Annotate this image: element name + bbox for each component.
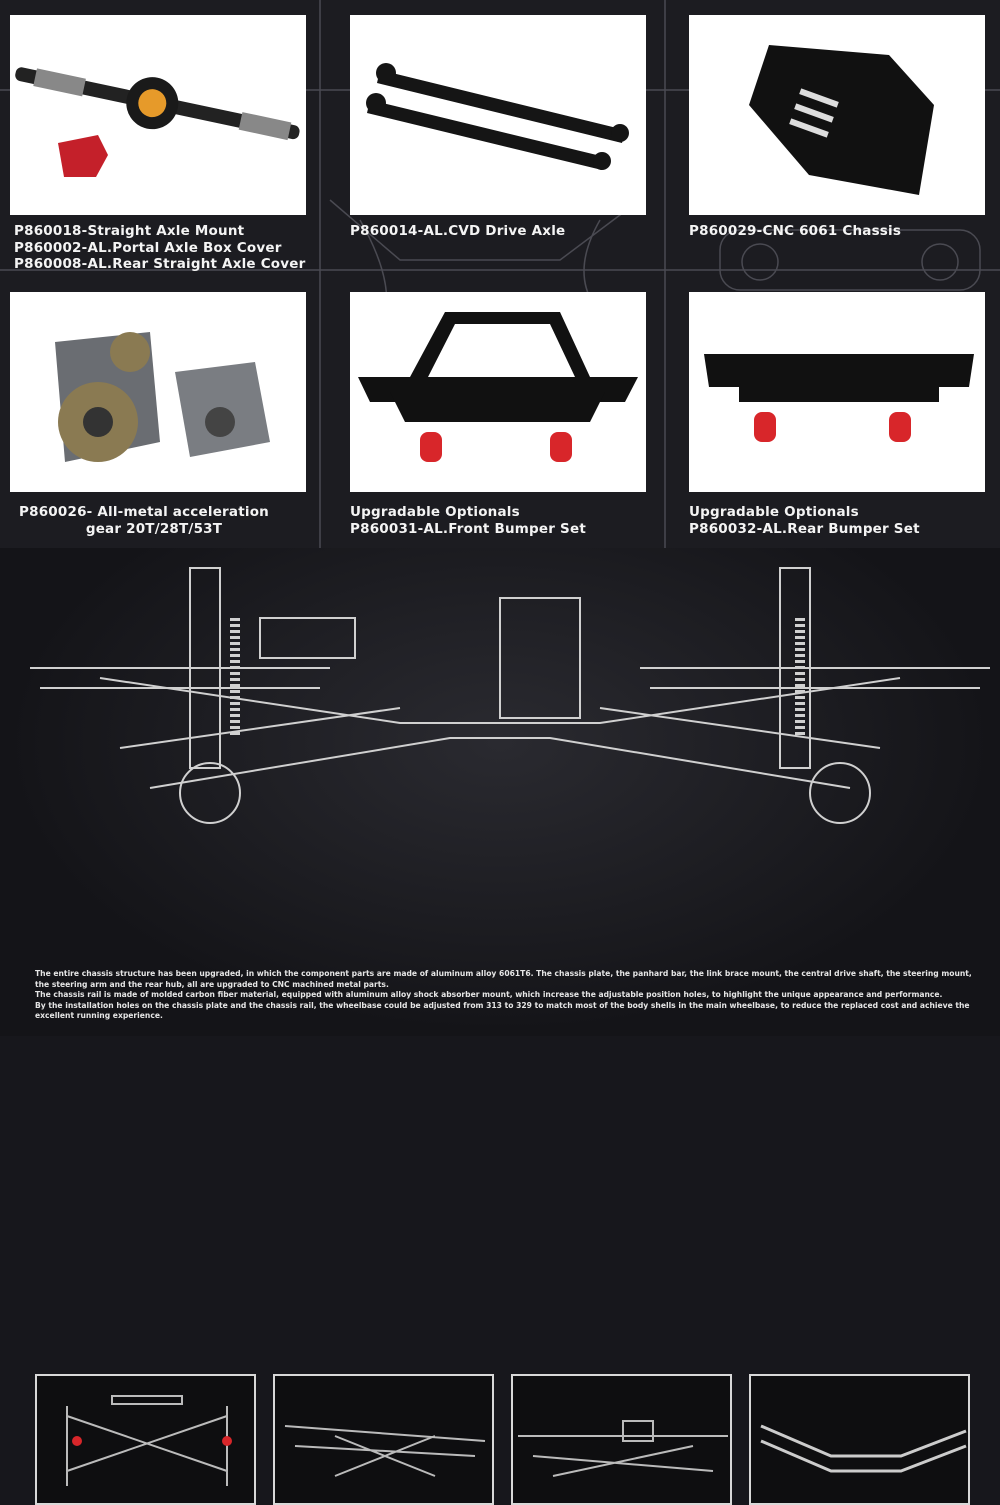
description-paragraph: By the installation holes on the chassis… — [35, 1000, 970, 1021]
caption-line: P860014-AL.CVD Drive Axle — [350, 223, 566, 239]
caption-straight-axle: P860018-Straight Axle Mount P860002-AL.P… — [14, 223, 306, 273]
caption-line: Upgradable Optionals — [689, 504, 859, 520]
product-image-rear-bumper — [689, 292, 985, 492]
chassis-line-drawing — [30, 567, 990, 824]
caption-front-bumper: Upgradable Optionals P860031-AL.Front Bu… — [350, 504, 586, 537]
caption-line: gear 20T/28T/53T — [85, 520, 223, 537]
assembled-chassis-top-view — [35, 1374, 256, 1505]
caption-rear-bumper: Upgradable Optionals P860032-AL.Rear Bum… — [689, 504, 920, 537]
description-paragraph: The chassis rail is made of molded carbo… — [35, 990, 943, 999]
parts-section: P860018-Straight Axle Mount P860002-AL.P… — [0, 0, 1000, 548]
caption-line: P860031-AL.Front Bumper Set — [350, 520, 586, 537]
caption-line: P860018-Straight Axle Mount — [14, 223, 245, 239]
caption-line: P860029-CNC 6061 Chassis — [689, 223, 902, 239]
caption-line: P860008-AL.Rear Straight Axle Cover — [14, 256, 306, 272]
chassis-section: The entire chassis structure has been up… — [0, 548, 1000, 1505]
caption-line: P860026- All-metal acceleration — [19, 504, 269, 520]
assembled-chassis-angle-view — [273, 1374, 494, 1505]
caption-chassis: P860029-CNC 6061 Chassis — [689, 223, 901, 240]
caption-line: Upgradable Optionals — [350, 504, 520, 520]
caption-line: P860002-AL.Portal Axle Box Cover — [14, 239, 282, 256]
caption-gearbox: P860026- All-metal acceleration gear 20T… — [14, 504, 274, 537]
assembled-chassis-side-view — [511, 1374, 732, 1505]
product-image-straight-axle — [10, 15, 306, 215]
product-image-front-bumper — [350, 292, 646, 492]
caption-line: P860032-AL.Rear Bumper Set — [689, 520, 920, 537]
product-image-transmission-gearbox — [10, 292, 306, 492]
description-paragraph: The entire chassis structure has been up… — [35, 969, 972, 989]
caption-cvd-drive-axle: P860014-AL.CVD Drive Axle — [350, 223, 565, 240]
description-text: The entire chassis structure has been up… — [35, 969, 975, 1022]
product-image-cvd-drive-axle — [350, 15, 646, 215]
product-image-chassis-skid-plate — [689, 15, 985, 215]
chassis-rail-view — [749, 1374, 970, 1505]
